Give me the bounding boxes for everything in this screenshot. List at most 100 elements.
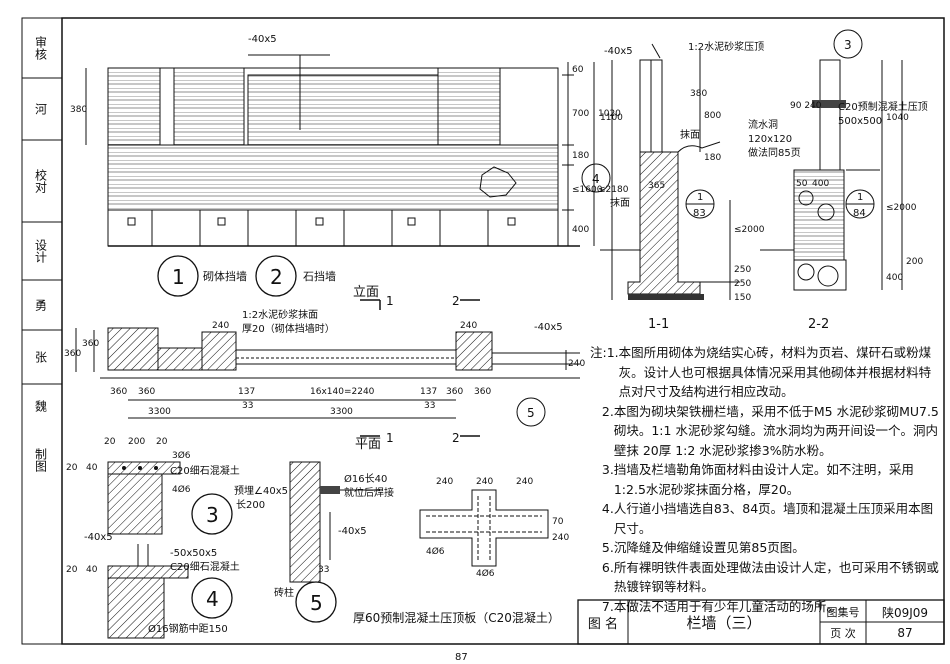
note-text: 沉降缝及伸缩缝设置见第85页图。 xyxy=(613,540,805,555)
weld-label: 就位后焊接 xyxy=(344,486,394,499)
callout-small-5-label: 5 xyxy=(527,406,535,420)
mortar-cap-label: 1:2水泥砂浆压顶 xyxy=(688,40,764,53)
dim-p240b: 240 xyxy=(460,321,477,331)
dim-e1600: ≤1600 xyxy=(572,185,603,195)
detail-3 xyxy=(107,461,181,535)
dim-d20c: 20 xyxy=(66,565,78,575)
note-item: 3.挡墙及栏墙勒角饰面材料由设计人定。如不注明，采用1:2.5水泥砂浆抹面分格，… xyxy=(590,460,942,499)
side-river: 河 xyxy=(33,103,48,115)
dim-d70: 70 xyxy=(552,517,564,527)
dim-s1100: 1100 xyxy=(600,113,623,123)
note-number: 4. xyxy=(590,501,614,516)
note-number: 7. xyxy=(590,598,614,614)
dim-d20v: 20 xyxy=(66,463,78,473)
side-proofread: 校对 xyxy=(33,169,48,193)
plan-cut-1b: 1 xyxy=(386,431,394,445)
page-number: 87 xyxy=(897,626,913,640)
dim-p33b: 33 xyxy=(424,401,435,411)
dim-p360b: 360 xyxy=(138,387,155,397)
dim-s2000: ≤2000 xyxy=(734,225,765,235)
callout-circle-3 xyxy=(191,493,233,535)
detail-5 xyxy=(289,461,380,583)
c20-fine2-label: C20细石混凝土 xyxy=(170,560,240,573)
dim-d200: 200 xyxy=(128,437,145,447)
dim-s380: 380 xyxy=(690,89,707,99)
plaster-label: 抹面 xyxy=(680,128,700,141)
dim-s365: 365 xyxy=(648,181,665,191)
ref2-label: 1 xyxy=(857,192,863,203)
note-number: 2. xyxy=(590,403,614,419)
dim-d4phi6b: 4Ø6 xyxy=(426,546,445,557)
dim-d20a: 20 xyxy=(104,437,116,447)
dim-d4phi6: 4Ø6 xyxy=(172,484,191,495)
callout-3: 3 xyxy=(206,503,219,527)
plan-cut-1: 1 xyxy=(386,294,394,308)
side-wei: 魏 xyxy=(33,400,48,412)
dim-p137a: 137 xyxy=(238,387,255,397)
drain-ref-label: 做法同85页 xyxy=(748,146,801,159)
plan-cut-2b: 2 xyxy=(452,431,460,445)
dim-e380: 380 xyxy=(70,105,87,115)
plaster2-label: 抹面 xyxy=(610,196,630,209)
elevation-title: 立面 xyxy=(353,285,379,300)
detail4-steel-label: -40x5 xyxy=(84,532,113,543)
dim-e180: 180 xyxy=(572,151,589,161)
dim-d33: 33 xyxy=(318,565,329,575)
elev-steel-label: -40x5 xyxy=(248,34,277,45)
dim-e2180: ≤2180 xyxy=(598,185,629,195)
note-text: 本图所用砌体为烧结实心砖，材料为页岩、煤矸石或粉煤灰。设计人也可根据具体情况采用… xyxy=(618,345,932,399)
page-label: 页 次 xyxy=(830,627,856,640)
sec1-steel-label: -40x5 xyxy=(604,46,633,57)
dim-p3300a: 3300 xyxy=(148,407,171,417)
dim-d240c: 240 xyxy=(516,477,533,487)
side-zhang: 张 xyxy=(33,351,48,363)
dim-d240v: 240 xyxy=(552,533,569,543)
callout-4: 4 xyxy=(206,587,219,611)
dim-p240a: 240 xyxy=(212,321,229,331)
brick-wall-label: 砌体挡墙 xyxy=(203,269,247,283)
dim-e700: 700 xyxy=(572,109,589,119)
section-22-title: 2-2 xyxy=(808,317,829,332)
callout-2: 2 xyxy=(270,265,283,289)
note-number: 6. xyxy=(590,559,614,575)
note-item: 注:1.本图所用砌体为烧结实心砖，材料为页岩、煤矸石或粉煤灰。设计人也可根据具体… xyxy=(590,343,942,402)
note-number: 注:1. xyxy=(590,345,619,360)
dim-e60: 60 xyxy=(572,65,584,75)
dim-p360v: 360 xyxy=(64,349,81,359)
dim-s2000b: ≤2000 xyxy=(886,203,917,213)
section-1-1 xyxy=(600,43,740,300)
dim-s150: 150 xyxy=(734,293,751,303)
dim-s200: 200 xyxy=(906,257,923,267)
callout-circle-4 xyxy=(191,577,233,619)
dim-s1040: 1040 xyxy=(886,113,909,123)
c20-fine-label: C20细石混凝土 xyxy=(170,464,240,477)
note-text: 所有裸明铁件表面处理做法由设计人定，也可采用不锈钢或热镀锌钢等材料。 xyxy=(613,559,939,595)
dim-d20b: 20 xyxy=(156,437,168,447)
precast-slab xyxy=(419,489,549,567)
dim-d40c: 40 xyxy=(86,565,98,575)
callout-5: 5 xyxy=(310,591,323,615)
dim-p3300b: 3300 xyxy=(330,407,353,417)
callout-circle-5 xyxy=(295,581,337,623)
title-block xyxy=(577,599,945,645)
dim-s180: 180 xyxy=(704,153,721,163)
detail5-steel-label: -40x5 xyxy=(338,526,367,537)
note-item: 6.所有裸明铁件表面处理做法由设计人定，也可采用不锈钢或热镀锌钢等材料。 xyxy=(590,558,942,597)
callout-circle-1 xyxy=(157,255,199,297)
atlas-number: 陕09J09 xyxy=(881,605,929,620)
ref1-label: 1 xyxy=(697,192,703,203)
figure-name-label: 图 名 xyxy=(587,616,619,632)
detail-4 xyxy=(107,544,189,639)
side-design: 设计 xyxy=(33,239,48,263)
dim-p360d: 360 xyxy=(474,387,491,397)
dim-d4phi6c: 4Ø6 xyxy=(476,568,495,579)
dim-p240v: 240 xyxy=(568,359,585,369)
drawing-title: 栏墙（三） xyxy=(686,613,762,632)
bar-spacing-label: Ø16钢筋中距150 xyxy=(148,622,228,635)
dim-p137b: 137 xyxy=(420,387,437,397)
plan-cut-2: 2 xyxy=(452,294,460,308)
dim-d40v: 40 xyxy=(86,463,98,473)
note-item: 7.本做法不适用于有少年儿童活动的场所。 xyxy=(590,597,942,617)
note-text: 人行道小挡墙选自83、84页。墙顶和混凝土压顶采用本图尺寸。 xyxy=(613,501,934,536)
